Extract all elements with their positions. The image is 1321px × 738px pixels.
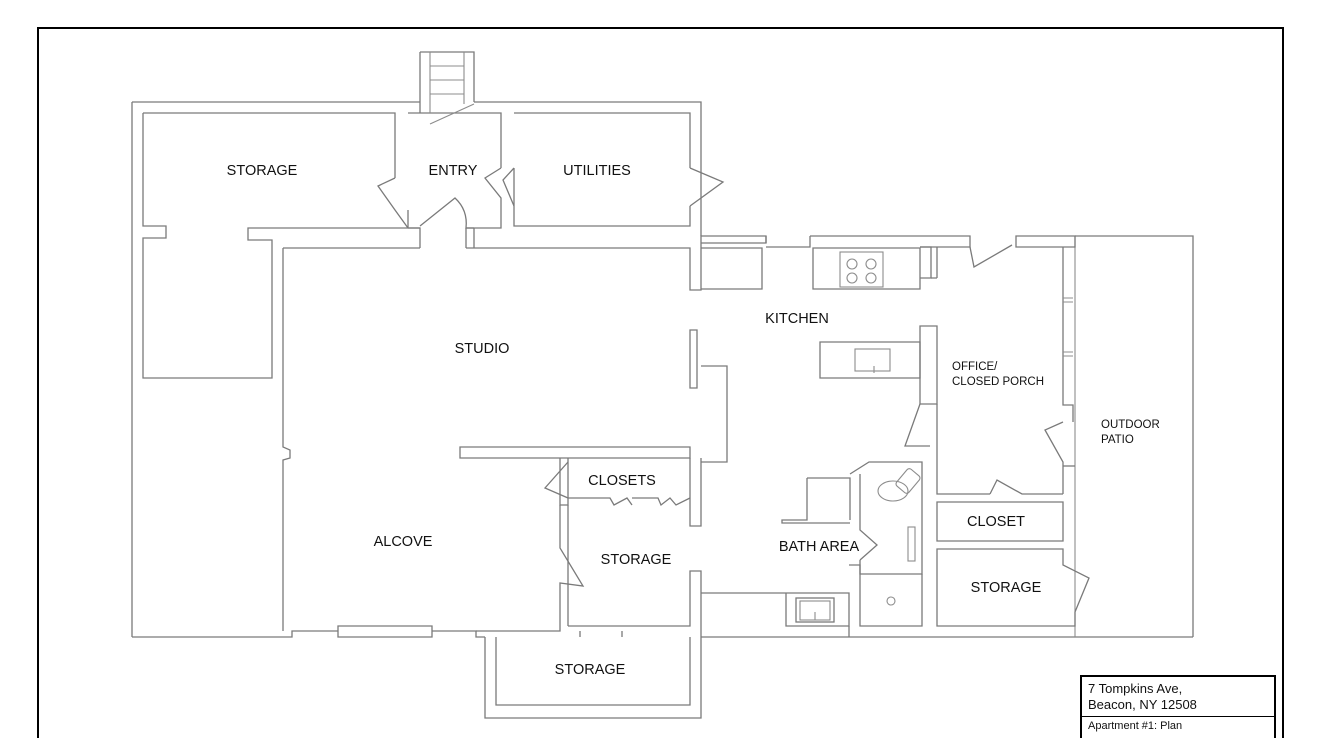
room-label-closet: CLOSET (967, 514, 1025, 530)
toilet-icon (877, 468, 921, 502)
address-line2: Beacon, NY 12508 (1088, 697, 1197, 712)
room-label-outdoor-line1: OUTDOOR (1101, 419, 1160, 431)
entry-stair (419, 51, 475, 125)
title-block-address: 7 Tompkins Ave, Beacon, NY 12508 (1082, 677, 1274, 717)
room-label-storage-south: STORAGE (555, 662, 626, 678)
room-labels: STORAGE ENTRY UTILITIES KITCHEN STUDIO O… (227, 163, 1160, 678)
kitchen-area (701, 235, 971, 447)
room-label-office-line1: OFFICE/ (952, 361, 998, 373)
room-label-storage-east: STORAGE (971, 580, 1042, 596)
room-label-storage-center: STORAGE (601, 552, 672, 568)
bath-area-walls (701, 461, 923, 637)
sheet-title: Apartment #1: Plan (1088, 720, 1183, 732)
room-label-storage-nw: STORAGE (227, 163, 298, 179)
studio-walls (282, 235, 767, 631)
stove-icon (839, 251, 884, 288)
room-label-office-line2: CLOSED PORCH (952, 376, 1044, 388)
shower-drain-icon (886, 596, 896, 606)
title-block: 7 Tompkins Ave, Beacon, NY 12508 Apartme… (1080, 675, 1276, 738)
kitchen-sink-icon (854, 348, 891, 373)
room-label-kitchen: KITCHEN (765, 311, 829, 327)
drawing-frame (37, 27, 1284, 738)
east-closet-storage (936, 501, 1090, 627)
room-label-alcove: ALCOVE (374, 534, 433, 550)
address-line1: 7 Tompkins Ave, (1088, 681, 1183, 696)
room-label-bath-area: BATH AREA (779, 539, 860, 555)
room-label-closets: CLOSETS (588, 473, 656, 489)
office-walls (931, 235, 1076, 495)
room-label-entry: ENTRY (429, 163, 478, 179)
room-label-utilities: UTILITIES (563, 163, 631, 179)
exterior-walls (131, 101, 1194, 719)
bath-sink-icon (799, 600, 831, 621)
entry-area (377, 167, 725, 248)
room-label-studio: STUDIO (455, 341, 510, 357)
room-label-outdoor-line2: PATIO (1101, 434, 1134, 446)
